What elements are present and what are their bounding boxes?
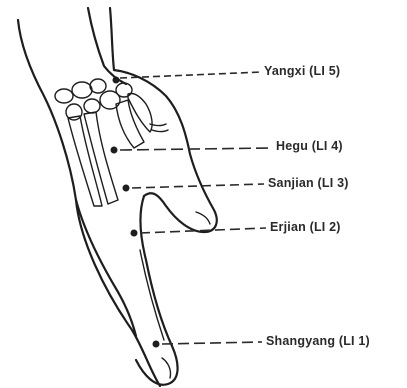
thumb-nail (196, 212, 210, 224)
label-shangyang: Shangyang (LI 1) (266, 334, 370, 348)
index-finger-inner (140, 250, 164, 340)
leader-sanjian (132, 184, 264, 188)
point-hegu (111, 147, 118, 154)
label-hegu: Hegu (LI 4) (276, 139, 343, 153)
wrist-top-outline (88, 8, 126, 84)
label-sanjian: Sanjian (LI 3) (268, 176, 349, 190)
leader-shangyang (162, 342, 262, 344)
forearm-outline-right (110, 8, 114, 70)
palm-edge (76, 200, 136, 336)
leader-yangxi (120, 72, 262, 78)
thumb-crease (150, 124, 168, 132)
index-finger-outline (136, 196, 178, 385)
label-erjian: Erjian (LI 2) (270, 220, 341, 234)
carpal-bones (55, 79, 132, 120)
point-sanjian (123, 185, 130, 192)
forearm-outline-left (18, 20, 160, 386)
index-nail (162, 358, 171, 378)
point-shangyang (153, 341, 160, 348)
leader-hegu (120, 148, 270, 150)
point-erjian (131, 230, 138, 237)
point-yangxi (113, 77, 120, 84)
label-yangxi: Yangxi (LI 5) (264, 64, 340, 78)
